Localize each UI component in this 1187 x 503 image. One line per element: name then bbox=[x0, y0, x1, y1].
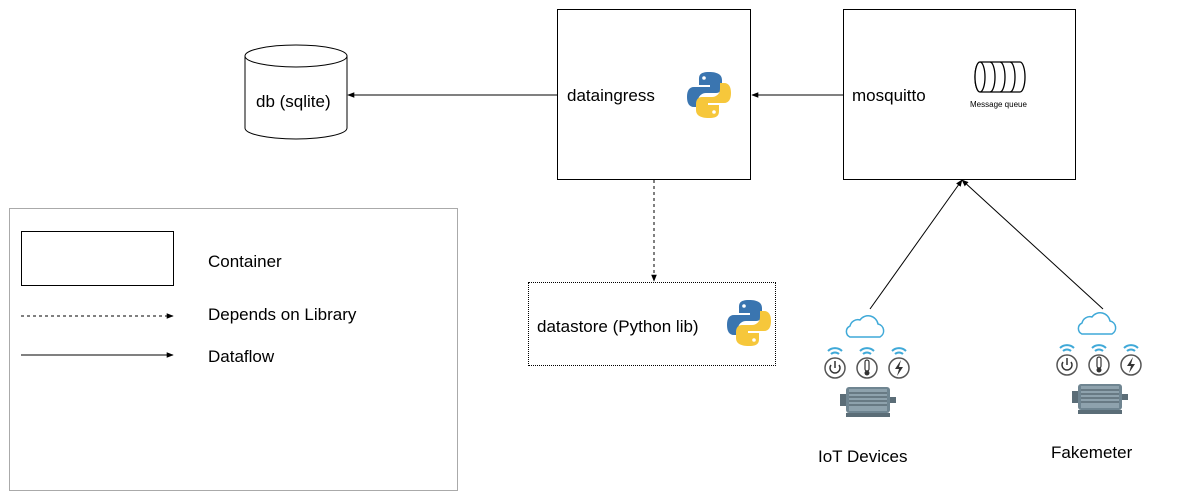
dataingress-label: dataingress bbox=[567, 86, 655, 105]
legend-dataflow-label: Dataflow bbox=[208, 347, 275, 366]
mosquitto-container[interactable] bbox=[843, 9, 1076, 180]
message-queue-label: Message queue bbox=[970, 100, 1027, 109]
iot-devices-label: IoT Devices bbox=[818, 447, 908, 466]
legend-depends-label: Depends on Library bbox=[208, 305, 357, 324]
legend-container-sample bbox=[21, 231, 174, 286]
fakemeter-label: Fakemeter bbox=[1051, 443, 1133, 462]
datastore-label: datastore (Python lib) bbox=[537, 317, 699, 336]
edge-fakemeter-to-mosquitto bbox=[961, 179, 1104, 310]
db-label: db (sqlite) bbox=[256, 92, 331, 111]
datastore-container[interactable] bbox=[528, 282, 776, 366]
legend-panel bbox=[9, 208, 458, 491]
edge-iot-to-mosquitto bbox=[869, 179, 963, 310]
mosquitto-label: mosquitto bbox=[852, 86, 926, 105]
legend-container-label: Container bbox=[208, 252, 282, 271]
